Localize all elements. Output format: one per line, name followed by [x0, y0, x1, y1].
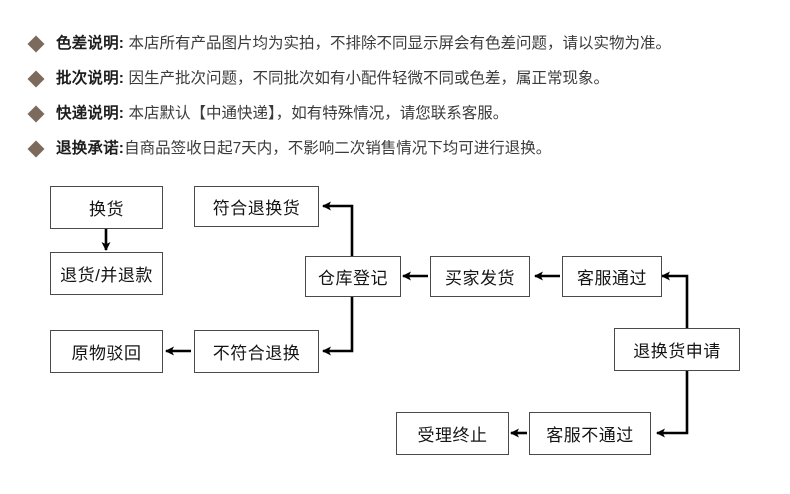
flow-node-label: 退货/并退款 [60, 266, 153, 285]
flow-node-label: 买家发货 [445, 269, 515, 288]
flow-node-label: 仓库登记 [318, 269, 388, 288]
flow-node-label: 不符合退换 [212, 344, 301, 363]
flow-node-exchange[interactable]: 换货 [50, 186, 163, 229]
flow-node-warehouse[interactable]: 仓库登记 [305, 256, 401, 297]
notice-label: 退换承诺: [56, 140, 125, 157]
flow-node-service-approved[interactable]: 客服通过 [562, 256, 662, 297]
flow-node-label: 受理终止 [417, 426, 488, 445]
notice-item-return-promise: 退换承诺:自商品签收日起7天内，不影响二次销售情况下均可进行退换。 [0, 131, 790, 166]
notice-label: 色差说明: [56, 35, 125, 52]
flow-node-terminated[interactable]: 受理终止 [396, 412, 509, 455]
arrow-warehouse-to-not-eligible [322, 297, 354, 356]
arrow-warehouse-to-eligible [322, 201, 354, 256]
flow-node-label: 客服不通过 [546, 426, 634, 445]
notice-text: 因生产批次问题，不同批次如有小配件轻微不同或色差，属正常现象。 [124, 70, 609, 87]
flow-node-return-refund[interactable]: 退货/并退款 [50, 252, 163, 295]
notice-text: 本店所有产品图片均为实拍，不排除不同显示屏会有色差问题，请以实物为准。 [124, 35, 671, 52]
arrow-request-to-denied [656, 371, 689, 438]
notice-item-batch: 批次说明: 因生产批次问题，不同批次如有小配件轻微不同或色差，属正常现象。 [0, 61, 790, 96]
notice-label: 快递说明: [56, 105, 125, 122]
flow-node-service-denied[interactable]: 客服不通过 [529, 412, 651, 455]
flow-node-buyer-ship[interactable]: 买家发货 [430, 256, 530, 297]
flow-node-rejected-goods[interactable]: 原物驳回 [50, 330, 163, 373]
notice-text: 本店默认【中通快递】，如有特殊情况，请您联系客服。 [124, 105, 509, 122]
flow-node-not-eligible[interactable]: 不符合退换 [194, 330, 319, 373]
flow-node-eligible[interactable]: 符合退换货 [194, 186, 319, 227]
flow-node-label: 客服通过 [577, 269, 647, 288]
flow-node-request[interactable]: 退换货申请 [614, 328, 740, 371]
notice-list: 色差说明: 本店所有产品图片均为实拍，不排除不同显示屏会有色差问题，请以实物为准… [0, 26, 790, 166]
flow-node-label: 原物驳回 [71, 344, 142, 363]
notice-item-shipping: 快递说明: 本店默认【中通快递】，如有特殊情况，请您联系客服。 [0, 96, 790, 131]
arrow-request-to-approved [661, 271, 689, 328]
flow-node-label: 符合退换货 [212, 199, 301, 218]
notice-label: 批次说明: [56, 70, 125, 87]
flow-node-label: 退换货申请 [633, 342, 721, 361]
flow-node-label: 换货 [89, 200, 124, 219]
notice-item-color-difference: 色差说明: 本店所有产品图片均为实拍，不排除不同显示屏会有色差问题，请以实物为准… [0, 26, 790, 61]
notice-text: 自商品签收日起7天内，不影响二次销售情况下均可进行退换。 [124, 140, 552, 157]
